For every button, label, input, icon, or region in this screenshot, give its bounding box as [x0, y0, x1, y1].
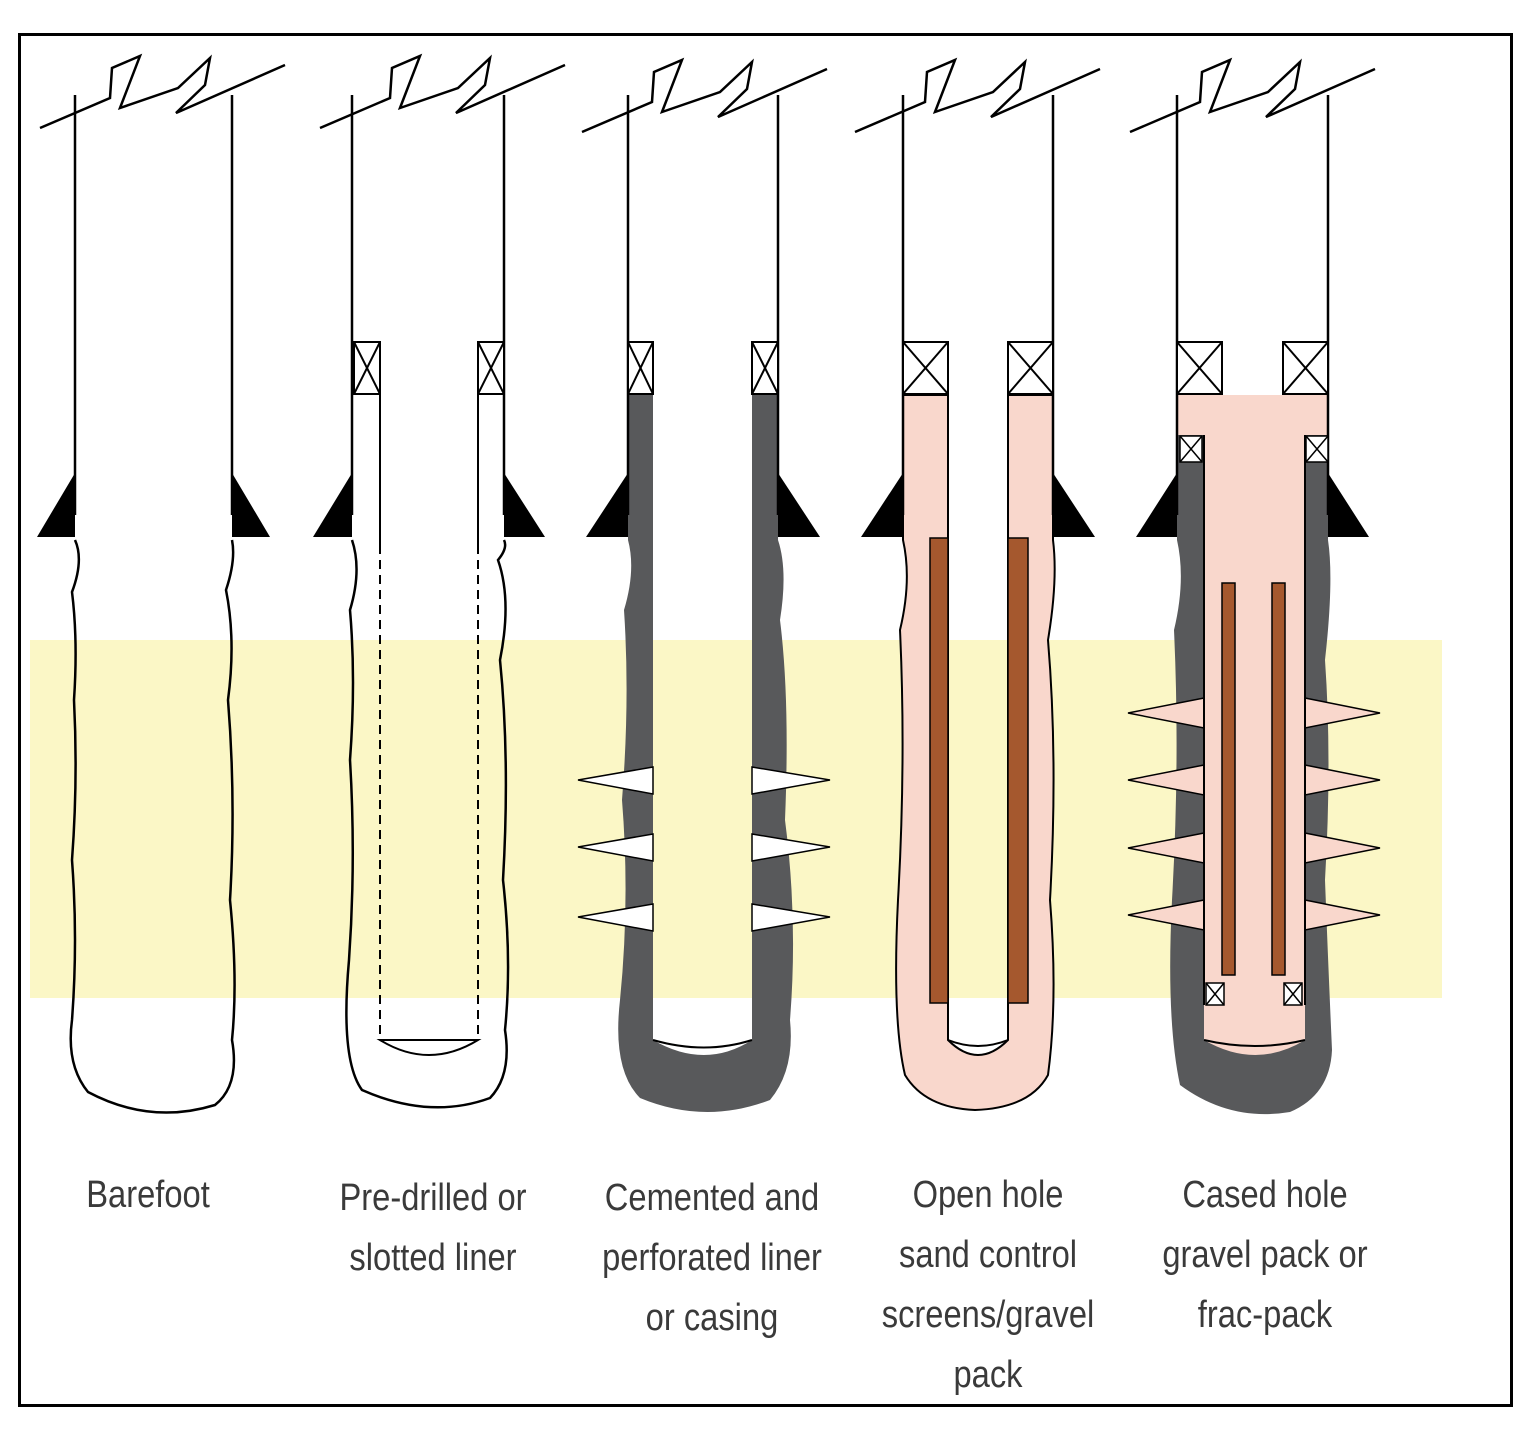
sand-screen-left: [929, 537, 949, 1004]
sand-screen-right: [1007, 537, 1029, 1004]
caption-slotted-liner: Pre-drilled or slotted liner: [313, 1168, 554, 1288]
upper-seal-right: [1305, 435, 1329, 463]
casing-shoe-left: [313, 473, 352, 537]
caption-openhole-sand-control: Open hole sand control screens/gravel pa…: [868, 1165, 1109, 1405]
casing-shoe-left: [1136, 473, 1177, 537]
packer-left: [353, 341, 381, 395]
upper-seal-left: [1179, 435, 1203, 463]
casing-shoe-right: [1328, 473, 1369, 537]
caption-line: Open hole: [912, 1174, 1064, 1216]
well-cased-hole-gravel-pack: [1129, 57, 1376, 1047]
caption-line: pack: [953, 1354, 1023, 1396]
packer-right: [1282, 341, 1329, 395]
casing-shoe-left: [861, 473, 903, 537]
well-openhole-sand-control: [854, 57, 1101, 1047]
wellhead-break-line: [581, 57, 828, 134]
well-cemented-liner: [581, 57, 828, 1049]
casing-shoe-right: [232, 473, 270, 537]
caption-line: Barefoot: [86, 1174, 210, 1216]
well-slotted-liner: [319, 53, 566, 1109]
wellhead-break-line: [39, 53, 286, 130]
borehole-wall: [345, 539, 510, 1109]
caption-cased-hole-gravel-pack: Cased hole gravel pack or frac-pack: [1145, 1165, 1386, 1345]
wellhead-break-line: [1129, 57, 1376, 134]
gravel-pack: [1177, 395, 1328, 1055]
caption-line: screens/gravel: [881, 1294, 1095, 1336]
sand-screen-right: [1271, 582, 1286, 976]
wellhead-break-line: [854, 57, 1101, 134]
well-barefoot: [39, 53, 286, 1114]
caption-line: Pre-drilled or: [339, 1177, 527, 1219]
packer-left: [1176, 341, 1223, 395]
casing-shoe-left: [37, 473, 75, 537]
caption-cemented-liner: Cemented and perforated liner or casing: [592, 1168, 833, 1348]
packer-right: [1007, 341, 1054, 395]
sand-screen-left: [1221, 582, 1236, 976]
lower-seal-right: [1283, 982, 1303, 1006]
casing-shoe-right: [778, 473, 820, 537]
casing-shoe-right: [1053, 473, 1095, 537]
frac-wings: [1127, 697, 1381, 931]
caption-line: Cased hole: [1182, 1174, 1348, 1216]
caption-line: perforated liner: [602, 1237, 822, 1279]
caption-line: sand control: [898, 1234, 1078, 1276]
caption-line: slotted liner: [349, 1237, 517, 1279]
caption-line: Cemented and: [604, 1177, 820, 1219]
caption-line: frac-pack: [1197, 1294, 1333, 1336]
perforations: [577, 766, 831, 932]
casing-shoe-right: [504, 473, 545, 537]
caption-barefoot: Barefoot: [28, 1165, 269, 1225]
caption-line: gravel pack or: [1162, 1234, 1368, 1276]
packer-left: [627, 341, 654, 395]
packer-right: [477, 341, 505, 395]
caption-line: or casing: [645, 1297, 779, 1339]
wellhead-break-line: [319, 53, 566, 130]
packer-right: [751, 341, 779, 395]
liner-bottom: [376, 1039, 482, 1056]
borehole-wall: [69, 539, 236, 1114]
casing-shoe-left: [586, 473, 628, 537]
cement-sheath: [618, 395, 794, 1113]
lower-seal-left: [1205, 982, 1225, 1006]
packer-left: [902, 341, 949, 395]
